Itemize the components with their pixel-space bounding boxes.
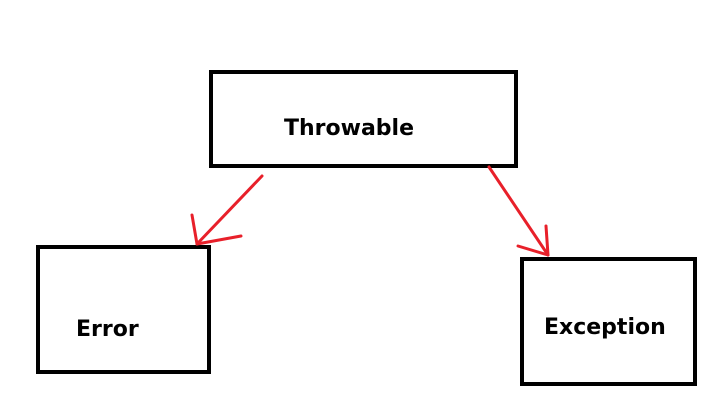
- arrow-throwable-to-error: [190, 174, 264, 246]
- arrowhead-exception: [516, 224, 550, 257]
- arrow-throwable-to-exception: [487, 165, 550, 257]
- error-label: Error: [76, 317, 139, 342]
- throwable-label: Throwable: [284, 116, 415, 141]
- arrow-shaft-error: [195, 174, 264, 246]
- error-box: Error: [36, 245, 211, 374]
- arrowhead-error: [190, 213, 243, 246]
- arrow-shaft-exception: [487, 165, 550, 257]
- exception-box: Exception: [520, 257, 697, 386]
- throwable-box: Throwable: [209, 70, 518, 168]
- exception-label: Exception: [544, 315, 666, 340]
